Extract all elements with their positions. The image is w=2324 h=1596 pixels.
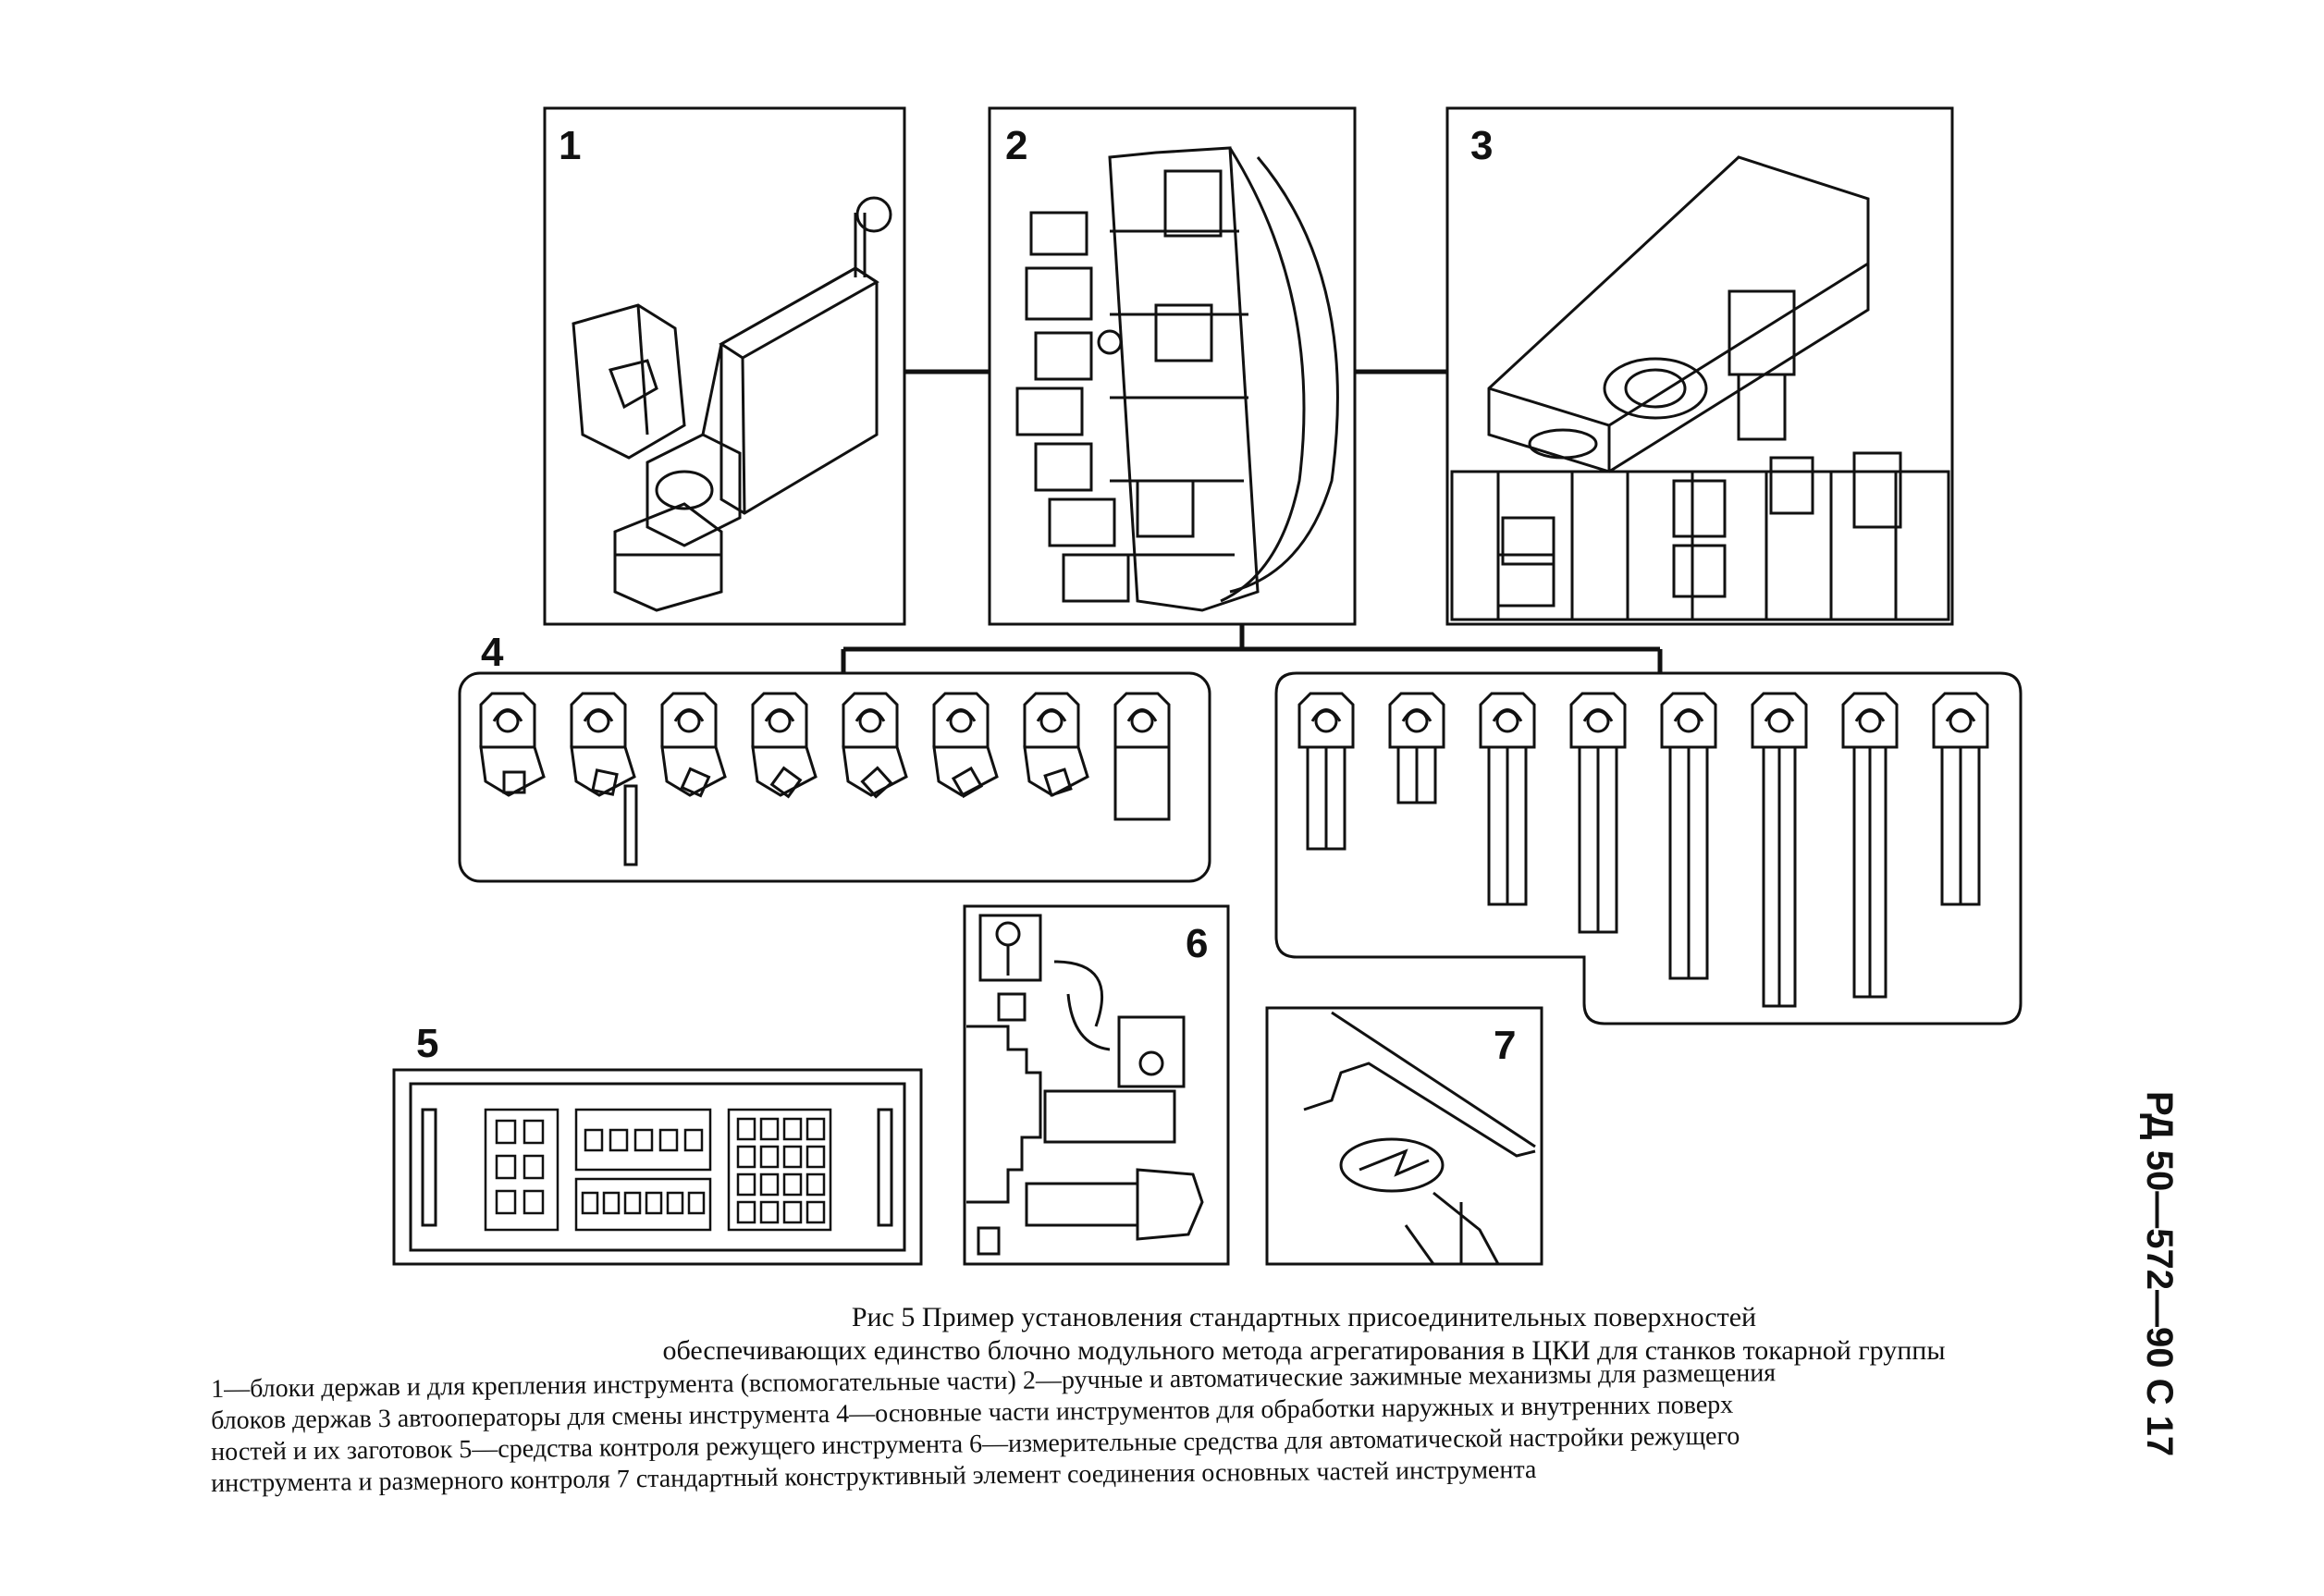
keypad-key <box>782 1172 803 1197</box>
boring-tool <box>1569 692 1627 934</box>
keypad-key <box>495 1119 517 1145</box>
tool-holder-block-drawing <box>572 196 892 612</box>
keypad-key <box>666 1191 684 1215</box>
page-number: РД 50—572—90 С 17 <box>2139 1091 2180 1457</box>
keypad-key <box>805 1200 826 1224</box>
keypad-key <box>759 1145 780 1169</box>
keypad-key <box>687 1191 706 1215</box>
panel-4-internal-tools <box>1274 671 2023 1025</box>
keypad-key <box>736 1172 756 1197</box>
panel-5-number: 5 <box>416 1021 438 1066</box>
measuring-device-drawing <box>966 914 1204 1256</box>
keypad-key <box>805 1172 826 1197</box>
keypad-key <box>584 1128 604 1152</box>
keypad-key <box>658 1128 679 1152</box>
keypad-key <box>523 1119 545 1145</box>
panel-1-number: 1 <box>559 123 581 168</box>
keypad-key <box>495 1154 517 1180</box>
tool-shank <box>623 784 638 866</box>
panel-7: 7 <box>1265 1006 1543 1266</box>
keypad-key <box>782 1200 803 1224</box>
keypad-key <box>523 1189 545 1215</box>
keypad-key <box>609 1128 629 1152</box>
keypad-key <box>805 1117 826 1141</box>
figure-caption-line-2: обеспечивающих единство блочно модульног… <box>662 1335 1946 1366</box>
boring-tool <box>1751 692 1808 1008</box>
auto-operator-drawing <box>1450 155 1950 621</box>
tool-insert-holder <box>751 692 818 799</box>
panel-3: 3 <box>1445 106 1954 626</box>
boring-tool <box>1297 692 1355 851</box>
keypad-key <box>805 1145 826 1169</box>
tool-insert-holder <box>842 692 908 799</box>
boring-tool <box>1932 692 1989 906</box>
keypad-key <box>602 1191 621 1215</box>
connector-lines <box>841 369 1663 673</box>
keypad-key <box>782 1117 803 1141</box>
boring-tool <box>1841 692 1899 999</box>
tool-insert-holder <box>1023 692 1089 797</box>
keypad-key <box>759 1117 780 1141</box>
control-panel-keypads <box>484 1108 832 1232</box>
keypad-key <box>623 1191 642 1215</box>
keypad-key <box>759 1200 780 1224</box>
boring-tool <box>1388 692 1445 804</box>
tool-insert-holder <box>570 692 636 797</box>
figure-caption-line-1: Рис 5 Пример установления стандартных пр… <box>851 1302 1757 1332</box>
panel-6-number: 6 <box>1186 921 1208 966</box>
keypad-key <box>759 1172 780 1197</box>
boring-tool <box>1660 692 1717 980</box>
panel-7-number: 7 <box>1494 1023 1516 1068</box>
panel-4-external-tools <box>458 671 1211 883</box>
keypad-key <box>782 1145 803 1169</box>
panel-1: 1 <box>543 106 906 626</box>
keypad-key <box>736 1117 756 1141</box>
keypad-key <box>736 1200 756 1224</box>
keypad-key <box>645 1191 663 1215</box>
keypad-key <box>736 1145 756 1169</box>
panel-2-number: 2 <box>1005 123 1027 168</box>
keypad-key <box>495 1189 517 1215</box>
tool-insert-holder <box>1113 692 1171 821</box>
panel-5: 5 <box>392 1021 923 1266</box>
keypad-key <box>683 1128 704 1152</box>
panel-2: 2 <box>988 106 1357 626</box>
tool-insert-holder <box>660 692 727 798</box>
turret-drawing <box>1015 146 1339 612</box>
panel-6: 6 <box>963 904 1230 1266</box>
boring-tool <box>1479 692 1536 906</box>
keypad-key <box>581 1191 599 1215</box>
connection-element-drawing <box>1303 1011 1536 1265</box>
panel-3-number: 3 <box>1470 123 1493 168</box>
keypad-key <box>633 1128 654 1152</box>
tool-insert-holder <box>932 692 999 799</box>
panel-4-number: 4 <box>481 630 504 675</box>
keypad-key <box>523 1154 545 1180</box>
tool-insert-holder <box>479 692 546 797</box>
